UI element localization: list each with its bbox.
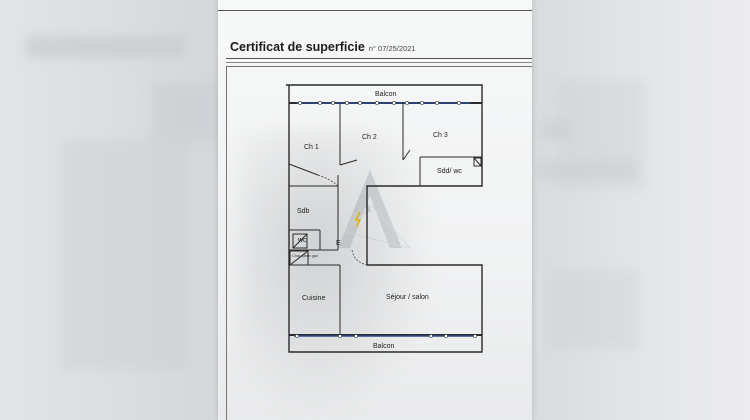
room-label-sdb: Sdb — [297, 208, 310, 215]
window-markers — [295, 101, 477, 338]
certificate-title-text: Certificat de superficie — [230, 40, 365, 54]
blurred-line-right — [536, 160, 636, 180]
room-label-entree: E — [336, 240, 341, 247]
blurred-panel-left — [60, 140, 190, 370]
blurred-panel-right-lower — [550, 270, 640, 350]
room-label-sdd-wc: Sdd/ wc — [437, 168, 462, 175]
interior-walls — [288, 103, 482, 335]
room-label-chaudiere: Chaudière gaz — [292, 253, 318, 258]
room-label-wc: wc — [297, 237, 307, 244]
blurred-mark-right — [540, 120, 570, 140]
hand-shadow — [236, 130, 436, 420]
room-label-ch3: Ch 3 — [433, 132, 448, 139]
room-label-balcon-top: Balcon — [375, 91, 397, 98]
title-underline — [226, 58, 532, 59]
room-label-ch2: Ch 2 — [362, 134, 377, 141]
top-rule — [218, 10, 532, 11]
room-label-ch1: Ch 1 — [304, 144, 319, 151]
door-swings — [317, 174, 368, 266]
plan-frame — [226, 66, 532, 420]
electric-symbol — [354, 211, 362, 228]
certificate-number: n° 07/25/2021 — [368, 44, 416, 53]
title-underline-secondary — [226, 62, 532, 63]
room-label-sejour: Séjour / salon — [386, 294, 429, 301]
background-left — [0, 0, 218, 420]
room-label-cuisine: Cuisine — [302, 295, 325, 302]
watermark-letter: A — [353, 188, 372, 218]
blurred-heading-left — [26, 36, 186, 58]
blurred-block-left — [150, 82, 220, 142]
blurred-panel-right — [556, 80, 646, 190]
background-right — [532, 0, 750, 420]
watermark-logo: A — [338, 170, 412, 249]
room-label-balcon-bottom: Balcon — [373, 343, 395, 350]
